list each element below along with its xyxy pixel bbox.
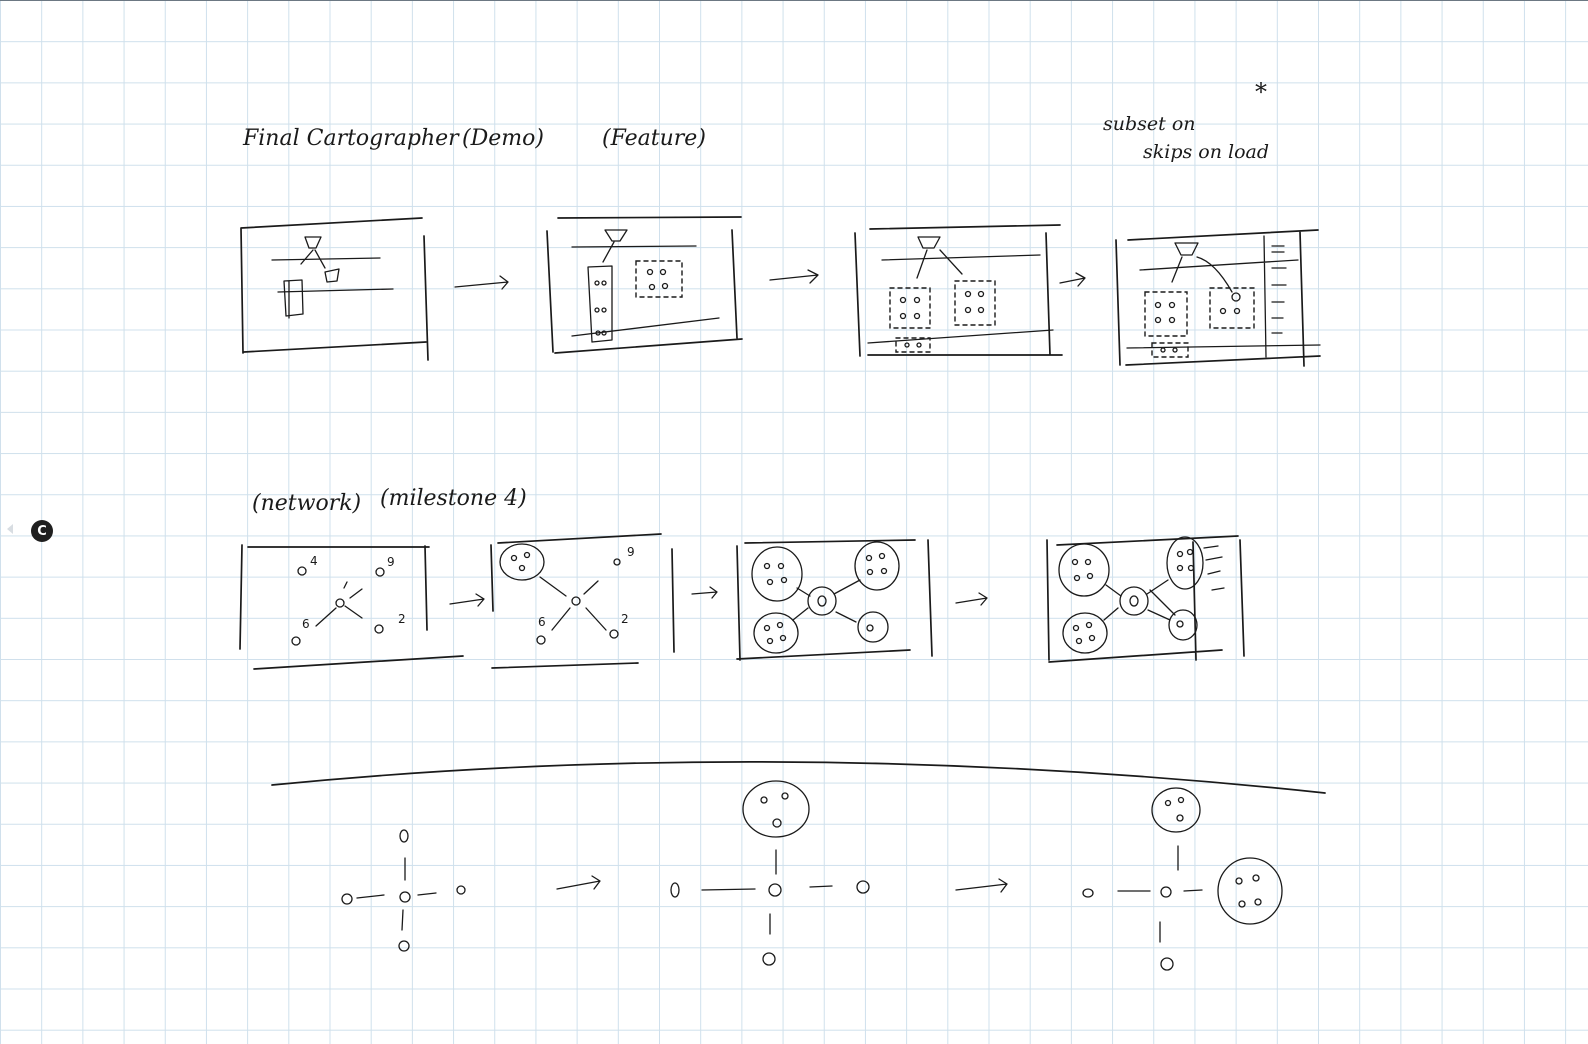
- row2-tag-b: (milestone 4): [380, 486, 527, 511]
- node-num: 2: [621, 612, 629, 626]
- arrow-row2-2: [691, 586, 718, 599]
- corner-note-line2: skips on load: [1143, 141, 1269, 163]
- row1-tag-a: (Demo): [462, 126, 544, 151]
- row3-diagram-3: [1082, 787, 1283, 971]
- arrow-row1-3: [1059, 272, 1086, 287]
- arrow-row3-2: [955, 878, 1008, 893]
- node-num: 9: [387, 555, 395, 569]
- arrow-row2-1: [449, 593, 485, 607]
- arrow-row1-1: [454, 275, 509, 290]
- row2-frame-4: [1046, 535, 1245, 663]
- node-num: 4: [310, 554, 318, 568]
- arrow-row2-3: [955, 592, 988, 606]
- row1-frame-4: [1115, 229, 1321, 367]
- section-divider: [271, 761, 1326, 794]
- row1-title: Final Cartographer: [242, 126, 460, 151]
- arrow-row1-2: [769, 269, 819, 284]
- node-num: 9: [627, 545, 635, 559]
- row2-tag-a: (network): [252, 491, 361, 516]
- row1-tag-b: (Feature): [602, 126, 706, 151]
- row1-frame-2: [546, 216, 743, 354]
- row1-frame-3: [854, 224, 1063, 357]
- page-top-border: [0, 0, 1588, 1]
- dot-c-icon[interactable]: C: [31, 520, 53, 542]
- arrow-row3-1: [556, 875, 601, 890]
- node-num: 6: [538, 615, 546, 629]
- corner-mark: *: [1255, 78, 1267, 106]
- row3-diagram-2: [670, 780, 870, 966]
- node-num: 2: [398, 612, 406, 626]
- row2-frame-2: 9 6 2: [490, 533, 675, 669]
- collapse-arrow-icon[interactable]: [7, 524, 13, 534]
- row1-frame-1: [240, 217, 429, 361]
- row2-frame-3: [736, 539, 933, 661]
- row2-frame-1: 4 9 6 2: [239, 544, 464, 670]
- row3-diagram-1: [341, 829, 466, 952]
- node-num: 6: [302, 617, 310, 631]
- corner-note-line1: subset on: [1103, 113, 1196, 135]
